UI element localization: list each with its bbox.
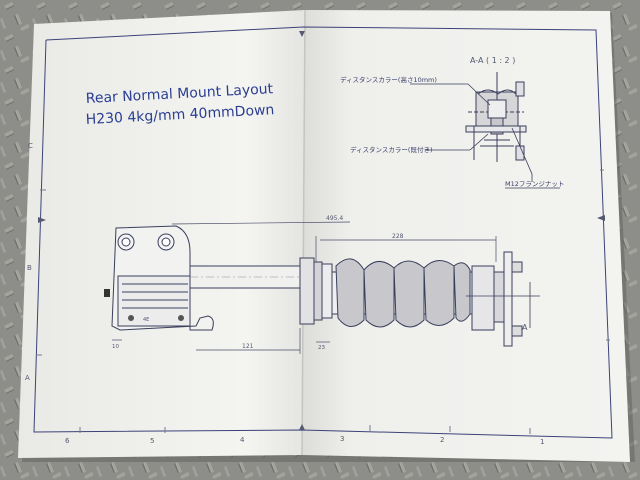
- grid-number-6: 6: [65, 437, 70, 445]
- paper-fold-line: [301, 9, 306, 456]
- dim-bracket-small: 23: [318, 345, 325, 351]
- section-view-label: A-A ( 1 : 2 ): [470, 56, 515, 65]
- drawing-border: [33, 26, 613, 439]
- coil-spring: [335, 258, 471, 328]
- grid-number-5: 5: [150, 437, 154, 445]
- dim-spring-section: 228: [392, 233, 404, 240]
- dimension-lines: [112, 221, 497, 354]
- dim-lower-offset: 121: [242, 343, 254, 350]
- grid-letter-b: B: [27, 264, 32, 272]
- bracket-mount-holes: [117, 233, 184, 321]
- callout-collar-existing: ディスタンスカラー(既付き): [350, 145, 433, 154]
- lower-bracket: [111, 225, 214, 331]
- callout-flange-nut: M12フランジナット: [505, 180, 564, 188]
- grid-letter-a: A: [25, 374, 30, 382]
- paper-right-half: [302, 10, 630, 462]
- dim-lower-small: 10: [112, 344, 119, 350]
- border-ticks: [36, 169, 610, 434]
- upper-mount: [471, 251, 523, 347]
- grid-letter-c: C: [28, 142, 33, 150]
- bracket-bolt-head: [104, 289, 110, 297]
- centering-marks: [38, 31, 605, 430]
- dim-overall: 495.4: [326, 215, 343, 222]
- coilover-side-view: 4E A: [104, 225, 540, 347]
- bracket-marks: 4E: [143, 317, 149, 323]
- section-marker: A: [522, 323, 528, 332]
- grid-number-4: 4: [240, 436, 245, 444]
- grid-number-2: 2: [440, 436, 444, 444]
- section-view-a-a: A-A ( 1 : 2 ) ディスタンスカラー(高さ10mm) ディスタンスカ: [340, 56, 564, 189]
- lower-spring-seat: [299, 257, 333, 325]
- callout-collar-height: ディスタンスカラー(高さ10mm): [340, 75, 437, 84]
- grid-number-3: 3: [340, 435, 344, 443]
- grid-number-1: 1: [540, 438, 544, 446]
